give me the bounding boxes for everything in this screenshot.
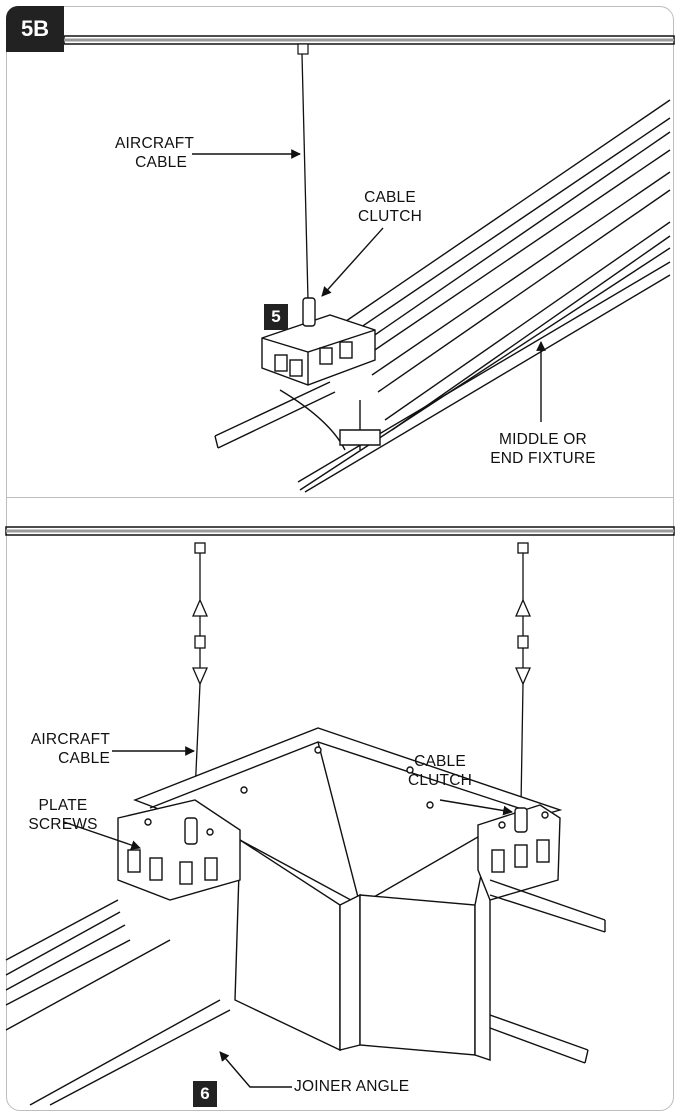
bottom-screws-arrow [63, 821, 141, 850]
top-end-plate [261, 297, 381, 451]
top-aircraft-cable [297, 43, 309, 301]
label-line: AIRCRAFT [30, 731, 110, 748]
label-line: CABLE [58, 750, 110, 767]
label-line: SCREWS [28, 816, 98, 833]
top-clutch-arrow [321, 227, 384, 297]
top-aircraft-cable-label: AIRCRAFT CABLE [115, 134, 195, 172]
diagram-frame [6, 6, 674, 1111]
bottom-corner-fixture [117, 727, 563, 1061]
bottom-ceiling-rail [5, 526, 675, 536]
bottom-clutch-arrow [439, 799, 513, 816]
label-line: MIDDLE OR [499, 431, 587, 448]
top-fixture-label: MIDDLE OR END FIXTURE [478, 430, 608, 468]
top-cable-clutch-label: CABLE CLUTCH [350, 188, 430, 226]
top-ceiling-rail [63, 35, 675, 45]
label-line: CABLE [364, 189, 416, 206]
label-line: CABLE [135, 154, 187, 171]
bottom-right-cable [515, 542, 531, 806]
panel-label-badge: 5B [6, 6, 64, 52]
label-line: AIRCRAFT [115, 135, 195, 152]
bottom-aircraft-cable-label: AIRCRAFT CABLE [14, 730, 110, 768]
bottom-rails [5, 879, 606, 1106]
top-step-badge: 5 [264, 304, 288, 330]
label-line: CLUTCH [357, 208, 423, 225]
label-line: PLATE [38, 797, 88, 814]
bottom-joiner-angle-label: JOINER ANGLE [294, 1078, 410, 1095]
panel-divider [6, 497, 674, 498]
label-line: CLUTCH [407, 772, 473, 789]
label-line: CABLE [414, 753, 466, 770]
bottom-step-badge: 6 [193, 1081, 217, 1107]
bottom-cable-clutch-label: CABLE CLUTCH [400, 752, 480, 790]
bottom-plate-screws-label: PLATE SCREWS [18, 796, 108, 834]
label-line: END FIXTURE [490, 450, 596, 467]
bottom-joiner-arrow [219, 1051, 292, 1088]
